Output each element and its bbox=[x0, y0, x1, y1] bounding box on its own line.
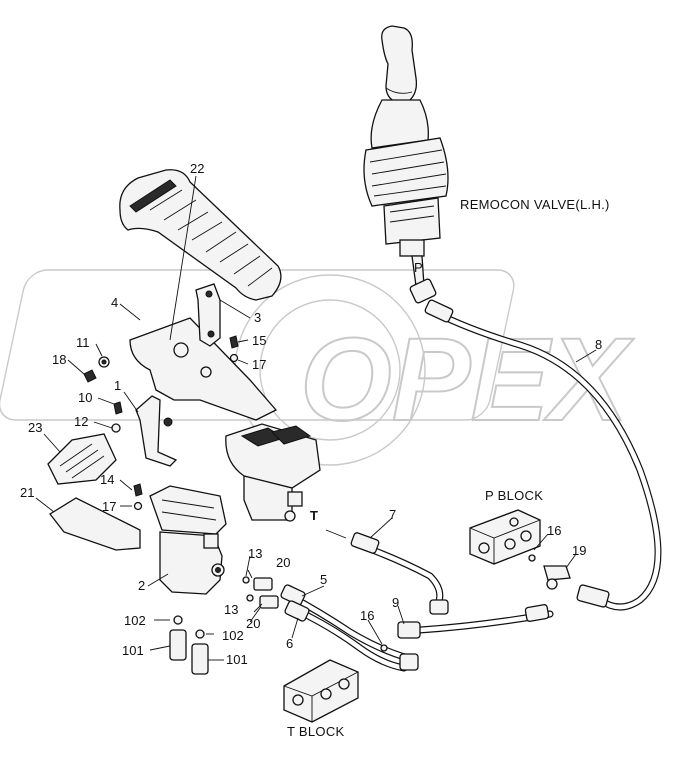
callout-19: 19 bbox=[572, 543, 586, 558]
callout-20b: 20 bbox=[246, 616, 260, 631]
callout-12: 12 bbox=[74, 414, 88, 429]
callout-16b: 16 bbox=[360, 608, 374, 623]
bracket-4 bbox=[129, 283, 278, 421]
callout-20a: 20 bbox=[276, 555, 290, 570]
callout-13b: 13 bbox=[224, 602, 238, 617]
callout-102a: 102 bbox=[124, 613, 146, 628]
t-block: T BLOCK bbox=[283, 659, 359, 739]
rod-1 bbox=[135, 395, 178, 467]
t-block-caption: T BLOCK bbox=[287, 724, 345, 739]
callout-101b: 101 bbox=[226, 652, 248, 667]
small-fasteners bbox=[83, 335, 239, 511]
remocon-valve: REMOCON VALVE(L.H.) P bbox=[363, 25, 610, 304]
callout-6: 6 bbox=[286, 636, 293, 651]
callouts: 22 4 3 15 17 11 18 1 10 12 23 14 21 17 2… bbox=[20, 161, 602, 667]
callout-21: 21 bbox=[20, 485, 34, 500]
hose-6 bbox=[284, 600, 419, 672]
callout-17b: 17 bbox=[102, 499, 116, 514]
callout-10: 10 bbox=[78, 390, 92, 405]
callout-2: 2 bbox=[138, 578, 145, 593]
o-ring-16 bbox=[380, 644, 388, 652]
leader-lines bbox=[35, 175, 597, 661]
pedal-22 bbox=[119, 169, 282, 301]
callout-3: 3 bbox=[254, 310, 261, 325]
callout-11: 11 bbox=[76, 335, 90, 350]
callout-13a: 13 bbox=[248, 546, 262, 561]
callout-5: 5 bbox=[320, 572, 327, 587]
callout-17a: 17 bbox=[252, 357, 266, 372]
fitting-19 bbox=[528, 554, 571, 590]
pedal-valve-2 bbox=[149, 485, 227, 595]
callout-22: 22 bbox=[190, 161, 204, 176]
hose-5 bbox=[280, 584, 412, 662]
callout-16a: 16 bbox=[547, 523, 561, 538]
callout-7: 7 bbox=[389, 507, 396, 522]
callout-23: 23 bbox=[28, 420, 42, 435]
hose-8 bbox=[424, 299, 662, 611]
bracket-21 bbox=[49, 497, 141, 551]
callout-18: 18 bbox=[52, 352, 66, 367]
callout-4: 4 bbox=[111, 295, 118, 310]
callout-101a: 101 bbox=[122, 643, 144, 658]
port-p-label: P bbox=[414, 260, 423, 275]
hose-7 bbox=[350, 532, 449, 615]
remocon-valve-caption: REMOCON VALVE(L.H.) bbox=[460, 197, 610, 212]
pedal-valve-upper: T bbox=[225, 423, 321, 523]
callout-15: 15 bbox=[252, 333, 266, 348]
port-t-label: T bbox=[310, 508, 318, 523]
fittings-20 bbox=[242, 576, 279, 609]
callout-102b: 102 bbox=[222, 628, 244, 643]
callout-9: 9 bbox=[392, 595, 399, 610]
p-block-caption: P BLOCK bbox=[485, 488, 543, 503]
sensors-101 bbox=[169, 615, 209, 675]
pedal-23 bbox=[47, 433, 117, 485]
p-block: P BLOCK bbox=[469, 488, 543, 565]
callout-8: 8 bbox=[595, 337, 602, 352]
callout-14: 14 bbox=[100, 472, 114, 487]
hose-9 bbox=[397, 604, 554, 639]
callout-1: 1 bbox=[114, 378, 121, 393]
